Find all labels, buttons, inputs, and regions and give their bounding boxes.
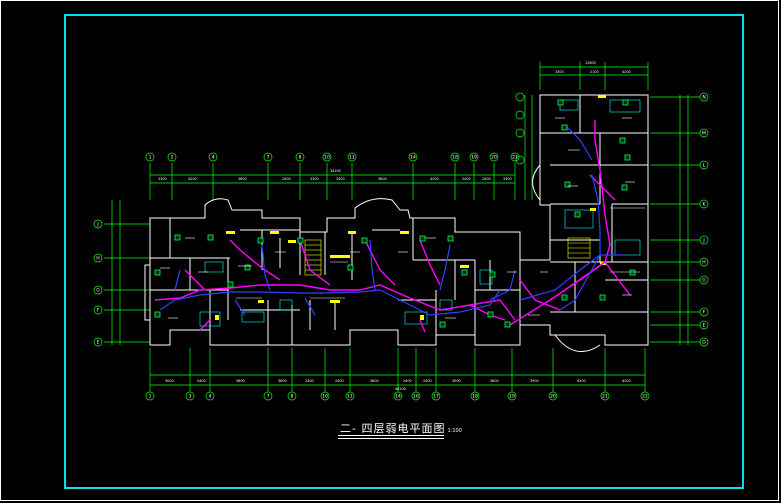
svg-text:2400: 2400 — [423, 379, 432, 383]
axis-label-bottom: 14 — [395, 394, 401, 400]
axis-label-bottom: 18 — [472, 394, 478, 400]
wing-dimension-chain — [524, 62, 649, 200]
svg-text:3900: 3900 — [530, 379, 539, 383]
axis-label-right: L — [703, 163, 706, 169]
svg-text:4200: 4200 — [622, 379, 631, 383]
outlet-symbols — [154, 99, 636, 328]
axis-label-top: 8 — [299, 155, 302, 161]
axis-label-top: 7 — [267, 155, 270, 161]
axis-label-top: 18 — [452, 155, 458, 161]
axis-label-right: F — [703, 310, 706, 316]
svg-text:2400: 2400 — [462, 177, 471, 181]
axis-label-right: K — [703, 202, 707, 208]
svg-text:3300: 3300 — [310, 177, 319, 181]
svg-text:4500: 4500 — [577, 379, 586, 383]
svg-text:3300: 3300 — [158, 177, 167, 181]
dimension-text: 3300 4200 3600 2400 3300 2400 3600 4200 2400 2… — [158, 61, 631, 391]
drawing-scale: 1:100 — [447, 428, 462, 434]
axis-label-left: F — [97, 308, 100, 314]
svg-text:3600: 3600 — [238, 177, 247, 181]
axis-label-top: 4 — [212, 155, 215, 161]
axis-label-bottom: 20 — [550, 394, 556, 400]
axis-label-right: E — [703, 323, 706, 329]
svg-text:3000: 3000 — [452, 379, 461, 383]
axis-label-bottom: 19 — [509, 394, 515, 400]
walls — [144, 94, 649, 353]
axis-label-right: D — [702, 340, 706, 346]
svg-text:3600: 3600 — [236, 379, 245, 383]
svg-text:2400: 2400 — [305, 379, 314, 383]
axis-label-bottom: 3 — [189, 394, 192, 400]
svg-text:4200: 4200 — [430, 177, 439, 181]
axis-label-left: E — [97, 340, 100, 346]
equipment-boxes — [215, 95, 606, 320]
svg-text:3000: 3000 — [165, 379, 174, 383]
axis-label-bottom: 7 — [267, 394, 270, 400]
bottom-dimension-chain — [149, 348, 646, 392]
stair — [304, 237, 591, 276]
svg-text:3600: 3600 — [490, 379, 499, 383]
axis-label-left: J — [96, 222, 98, 228]
svg-text:4200: 4200 — [188, 177, 197, 181]
svg-text:3300: 3300 — [503, 177, 512, 181]
svg-text:2400: 2400 — [335, 379, 344, 383]
svg-text:3600: 3600 — [278, 379, 287, 383]
axis-label-bottom: 22 — [642, 394, 648, 400]
axis-label-top: 11 — [349, 155, 355, 161]
axis-label-left: H — [96, 256, 99, 262]
axis-label-bottom: 10 — [322, 394, 328, 400]
axis-label-left: G — [96, 288, 100, 294]
axis-label-right: M — [702, 131, 706, 137]
axis-label-bottom: 8 — [291, 394, 294, 400]
svg-text:4200: 4200 — [622, 70, 631, 74]
top-dimension-chain — [149, 163, 516, 200]
svg-text:2400: 2400 — [482, 177, 491, 181]
svg-text:2400: 2400 — [336, 177, 345, 181]
svg-text:3300: 3300 — [555, 70, 564, 74]
axis-label-right: N — [702, 95, 705, 101]
room-marks — [160, 117, 645, 319]
axis-label-top: 21 — [512, 155, 518, 161]
axis-label-right: G — [702, 278, 706, 284]
svg-text:34200: 34200 — [330, 169, 341, 173]
axis-label-bottom: 17 — [433, 394, 439, 400]
svg-text:2400: 2400 — [282, 177, 291, 181]
svg-text:2400: 2400 — [403, 379, 412, 383]
axis-label-bottom: 1 — [149, 394, 152, 400]
axis-bubbles — [93, 92, 709, 401]
title-underline — [338, 435, 444, 436]
axis-label-top: 20 — [491, 155, 497, 161]
axis-label-right: J — [702, 238, 704, 244]
axis-label-top: 14 — [410, 155, 416, 161]
svg-text:3600: 3600 — [370, 379, 379, 383]
svg-text:2100: 2100 — [590, 70, 599, 74]
tv-cable-runs — [154, 120, 631, 333]
svg-text:2400: 2400 — [197, 379, 206, 383]
axis-label-bottom: 21 — [602, 394, 608, 400]
axis-label-top: 19 — [471, 155, 477, 161]
axis-label-top: 10 — [324, 155, 330, 161]
svg-text:3600: 3600 — [378, 177, 387, 181]
left-dimension-chain — [104, 200, 150, 345]
phone-cable-runs — [159, 124, 625, 316]
axis-label-bottom: 11 — [347, 394, 353, 400]
axis-label-top: 2 — [171, 155, 174, 161]
svg-text:46200: 46200 — [395, 387, 406, 391]
svg-text:12600: 12600 — [585, 61, 596, 65]
axis-label-top: 1 — [149, 155, 152, 161]
drawing-frame — [64, 14, 744, 489]
fixtures — [199, 99, 641, 327]
axis-label-bottom: 4 — [209, 394, 212, 400]
axis-label-right: H — [702, 260, 705, 266]
axis-label-bottom: 16 — [413, 394, 419, 400]
right-dimension-chain — [650, 95, 700, 345]
title-underline-double — [338, 438, 444, 439]
